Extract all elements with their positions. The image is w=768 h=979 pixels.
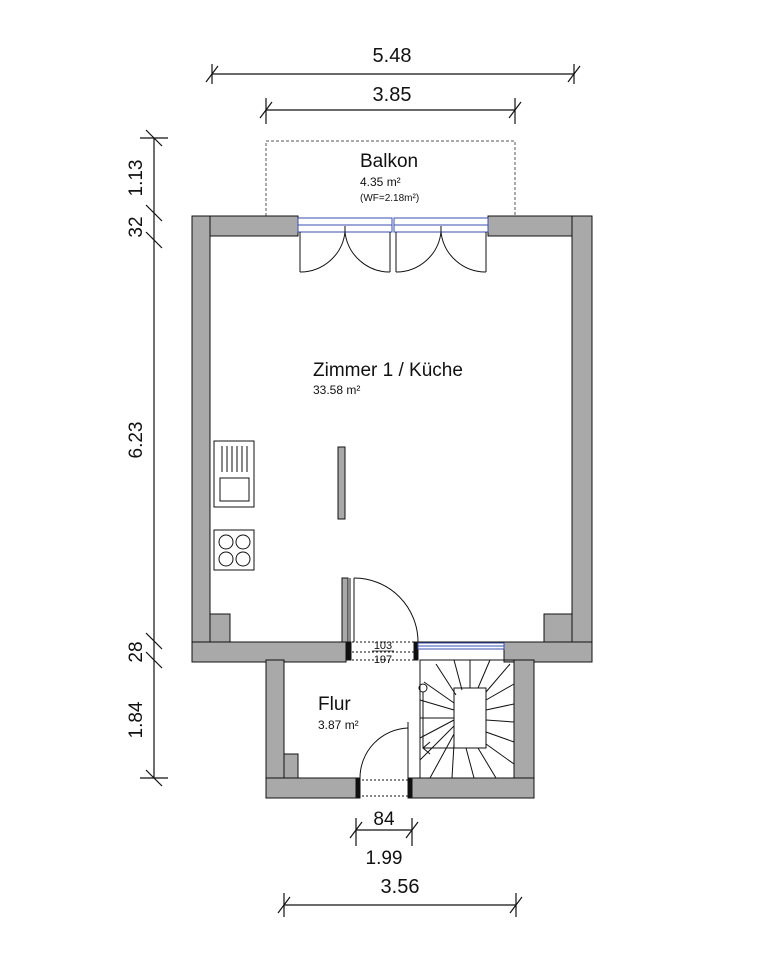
wall-flur-bottom-right <box>411 777 535 799</box>
dim-door-sill-bottom: 197 <box>374 654 392 666</box>
dim-door-width: 84 <box>373 809 395 830</box>
pillar-right <box>543 613 573 643</box>
room-area-flur: 3.87 m² <box>318 718 359 732</box>
dim-door-clear: 1.99 <box>366 848 403 869</box>
kitchen-stove <box>213 529 255 571</box>
room-name-zimmer: Zimmer 1 / Küche <box>313 360 463 381</box>
wall-flur-right <box>513 659 535 799</box>
flur-door-top <box>346 577 419 661</box>
room-name-balkon: Balkon <box>360 151 418 172</box>
staircase <box>418 659 515 779</box>
dim-door-sill-top: 103 <box>374 640 392 652</box>
pillar-left <box>209 613 231 643</box>
wall-right <box>571 215 593 663</box>
wall-flur-stub <box>283 753 299 779</box>
kitchen-island <box>337 446 346 520</box>
dimension-lines <box>140 64 581 917</box>
balcony-doors <box>297 217 489 273</box>
walls <box>191 215 593 799</box>
room-note-balkon: (WF=2.18m²) <box>360 193 419 204</box>
wall-flur-left <box>265 659 285 799</box>
partition-wall <box>341 577 349 643</box>
wall-mid-right <box>503 641 593 663</box>
entry-door <box>355 722 413 799</box>
room-name-flur: Flur <box>318 694 351 715</box>
stair-window <box>417 642 505 650</box>
room-area-zimmer: 33.58 m² <box>313 383 360 397</box>
dim-top-overall: 5.48 <box>373 45 412 67</box>
wall-mid-left <box>191 641 347 663</box>
balcony-outline <box>265 140 516 216</box>
dim-left-flur: 1.84 <box>126 701 147 738</box>
dim-left-room: 6.23 <box>126 422 147 459</box>
room-area-balkon: 4.35 m² <box>360 175 401 189</box>
wall-left <box>191 215 211 663</box>
balcony <box>265 140 516 216</box>
dim-bottom-overall: 3.56 <box>381 876 420 898</box>
dim-left-wall-mid: 28 <box>126 641 147 662</box>
dim-top-balcony: 3.85 <box>373 84 412 106</box>
kitchen-sink <box>213 440 255 508</box>
dim-left-wall-top: 32 <box>126 216 147 237</box>
wall-flur-bottom-left <box>265 777 359 799</box>
dim-left-balcony-depth: 1.13 <box>126 160 147 197</box>
